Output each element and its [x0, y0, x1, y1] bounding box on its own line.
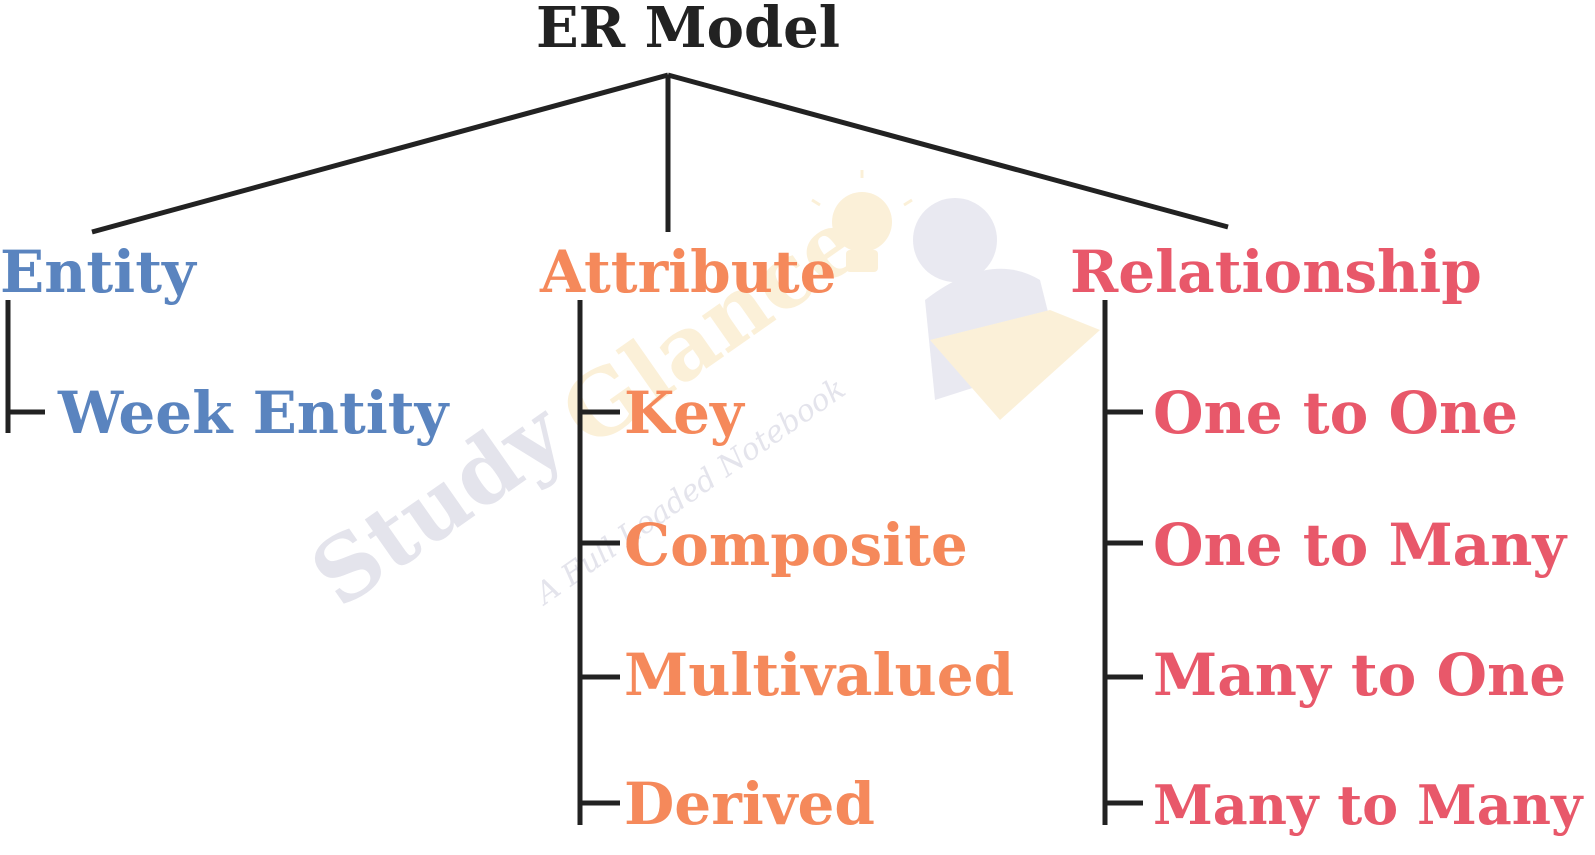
entity-heading: Entity	[0, 238, 198, 306]
attribute-child-key: Key	[624, 379, 746, 447]
attribute-child-composite: Composite	[624, 511, 968, 579]
attribute-branch: Attribute Key Composite Multivalued Deri…	[539, 238, 1014, 838]
diagram-title: ER Model	[536, 0, 840, 61]
lightbulb-icon	[811, 170, 913, 272]
relationship-child-one-to-one: One to One	[1153, 379, 1518, 447]
reader-icon	[913, 198, 1100, 420]
relationship-child-many-to-one: Many to One	[1153, 641, 1566, 709]
entity-branch: Entity Week Entity	[0, 238, 451, 447]
attribute-heading: Attribute	[539, 238, 837, 306]
connector-to-relationship	[667, 72, 1229, 230]
relationship-child-one-to-many: One to Many	[1153, 511, 1568, 579]
attribute-child-derived: Derived	[624, 770, 875, 838]
top-connectors	[91, 72, 1229, 235]
attribute-child-multivalued: Multivalued	[624, 641, 1014, 709]
entity-child-week-entity: Week Entity	[57, 379, 451, 447]
relationship-branch: Relationship One to One One to Many Many…	[1070, 238, 1584, 837]
relationship-child-many-to-many: Many to Many	[1153, 773, 1584, 837]
connector-to-entity	[91, 72, 669, 235]
relationship-heading: Relationship	[1070, 238, 1482, 306]
